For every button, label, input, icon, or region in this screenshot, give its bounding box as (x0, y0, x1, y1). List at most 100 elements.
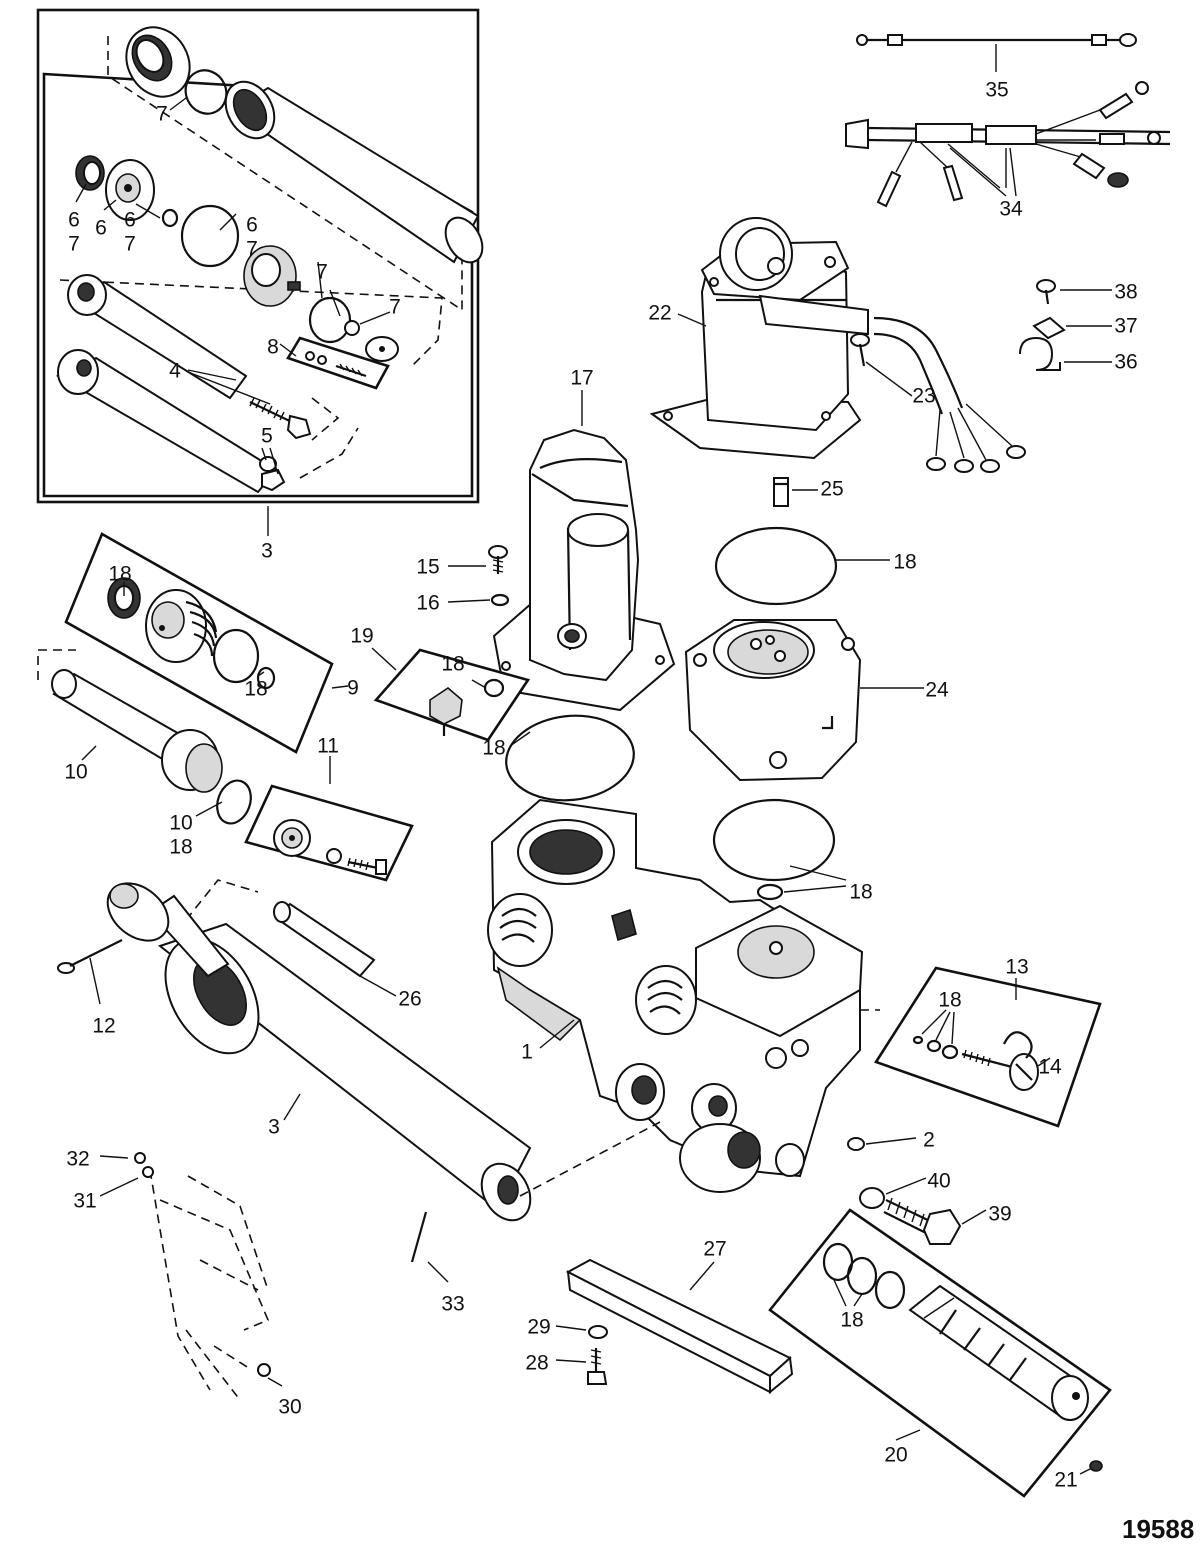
piston-rod-upper (67, 274, 248, 400)
callout-c31: 31 (73, 1190, 96, 1213)
callout-c7e: 7 (316, 261, 328, 284)
callout-c13: 13 (1005, 956, 1028, 979)
anode-block-27 (565, 1258, 794, 1395)
callout-c38: 38 (1114, 281, 1137, 304)
callout-c10a: 10 (64, 761, 87, 784)
callout-c20: 20 (884, 1444, 907, 1467)
end-cap-seal (125, 26, 191, 98)
callout-c6b: 6 (95, 217, 107, 240)
callout-c33: 33 (441, 1293, 464, 1316)
callout-c23: 23 (912, 385, 935, 408)
o-ring-18-under-reservoir (505, 714, 635, 802)
bolt-28 (587, 1348, 608, 1385)
nut-5 (259, 456, 286, 492)
callout-c3b: 3 (268, 1116, 280, 1139)
screw-23 (850, 333, 870, 367)
callout-c9: 9 (347, 677, 359, 700)
figure-code: 19588 (1122, 1514, 1194, 1544)
callout-c18d: 18 (441, 653, 464, 676)
o-ring-7-top (184, 69, 228, 115)
pin-33 (410, 1211, 428, 1263)
seal-6 (75, 155, 105, 191)
callout-c18f: 18 (893, 551, 916, 574)
clamp-36 (1019, 336, 1061, 371)
callout-c8: 8 (267, 336, 279, 359)
valve-kit-panel-11 (244, 784, 414, 882)
callout-c18h: 18 (938, 989, 961, 1012)
reservoir-17 (492, 428, 676, 712)
callout-c10b: 10 (169, 812, 192, 835)
callout-c14: 14 (1038, 1056, 1062, 1079)
leader-lines (75, 44, 1112, 1475)
callout-c7c: 7 (124, 233, 136, 256)
callout-c17: 17 (570, 367, 593, 390)
callout-c15: 15 (416, 556, 439, 579)
o-ring-6-small (161, 208, 179, 228)
callout-c11: 11 (317, 735, 339, 758)
piston-valve (243, 245, 301, 307)
o-ring-18-large-right (712, 798, 836, 882)
screw-38 (1036, 279, 1056, 305)
callout-c5: 5 (261, 425, 273, 448)
cable-35 (856, 33, 1137, 47)
callout-c18e: 18 (482, 737, 505, 760)
mounting-bracket (134, 1152, 271, 1401)
callout-c40: 40 (927, 1170, 950, 1193)
callout-c6d: 6 (246, 214, 258, 237)
fitting-2 (847, 1137, 865, 1151)
callout-c18a: 18 (108, 563, 131, 586)
callout-c35: 35 (985, 79, 1008, 102)
callout-c18g: 18 (849, 881, 872, 904)
callout-c30: 30 (278, 1396, 301, 1419)
pump-24 (684, 619, 862, 782)
callout-c21: 21 (1054, 1469, 1077, 1492)
valve-kit-panel-20 (768, 1208, 1112, 1498)
callout-c18c: 18 (169, 836, 192, 859)
electric-motor-22 (649, 217, 869, 460)
o-ring-18-under-motor (714, 526, 838, 606)
pin-12 (57, 939, 123, 974)
o-ring-7-mid (308, 296, 352, 344)
bolt-4 (249, 397, 312, 440)
callout-c6a: 6 (68, 209, 80, 232)
callout-c32: 32 (66, 1148, 89, 1171)
callout-c18b: 18 (244, 678, 267, 701)
callout-c34: 34 (999, 198, 1023, 221)
callout-c6c: 6 (124, 209, 136, 232)
rod-10 (51, 669, 223, 793)
o-ring-6-large (180, 204, 240, 268)
screw-21 (1089, 1460, 1103, 1472)
callout-c4: 4 (169, 360, 181, 383)
washer-29 (588, 1325, 608, 1339)
callout-c7f: 7 (389, 296, 401, 319)
callout-c19: 19 (350, 625, 373, 648)
o-ring-18-small-right (756, 883, 784, 901)
valve-kit-panel-13 (874, 966, 1102, 1128)
callout-c12: 12 (92, 1015, 115, 1038)
callout-c16: 16 (416, 592, 439, 615)
callout-c26: 26 (398, 988, 421, 1011)
callout-c1: 1 (521, 1041, 533, 1064)
callout-c7b: 7 (68, 233, 80, 256)
pin-26 (273, 901, 376, 978)
piston-kit-panel-9 (64, 532, 334, 754)
callout-c36: 36 (1114, 351, 1137, 374)
motor-cable (873, 316, 1026, 473)
pin-25 (773, 477, 789, 507)
bolt-39 (883, 1197, 962, 1245)
trim-cylinder-3 (106, 882, 532, 1222)
piston-rod-lower (55, 349, 278, 494)
callout-c22: 22 (648, 302, 671, 325)
callout-c7d: 7 (246, 238, 258, 261)
o-ring-10-18 (216, 779, 252, 825)
valve-kit-19 (373, 648, 531, 742)
harness-34 (845, 81, 1171, 208)
screw-15 (488, 545, 508, 574)
callout-c28: 28 (525, 1352, 548, 1375)
callout-c7a: 7 (156, 103, 168, 126)
callout-c3a: 3 (261, 540, 273, 563)
callout-c2: 2 (923, 1129, 935, 1152)
